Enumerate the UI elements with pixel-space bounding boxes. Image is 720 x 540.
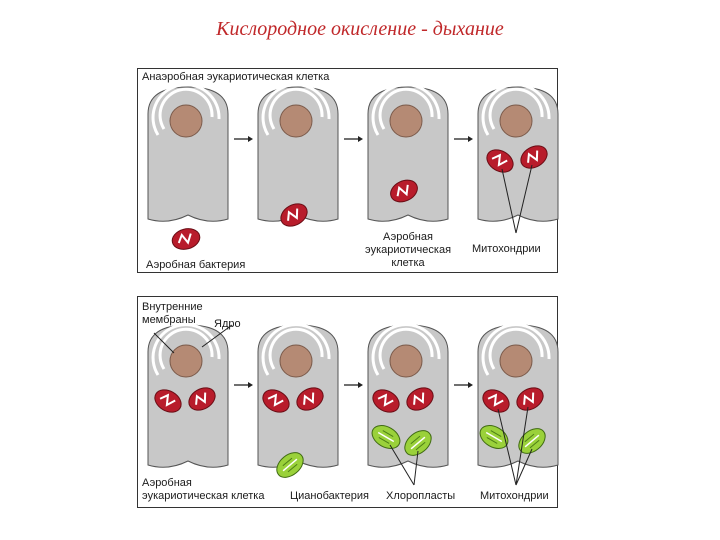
label-mitochondria-2: Митохондрии xyxy=(480,490,549,502)
label-inner-membranes-line2: мембраны xyxy=(142,314,196,326)
arrow-icon xyxy=(233,381,254,389)
label-aerobic-cell-line2: эукариотическая xyxy=(364,244,452,256)
arrow-icon xyxy=(453,381,474,389)
panel2-diagram xyxy=(147,323,559,486)
cell-anaerobic xyxy=(147,86,229,222)
label-cyanobacterium: Цианобактерия xyxy=(290,490,369,502)
label-aerobic-line2: эукариотическая клетка xyxy=(142,490,265,502)
panel1-diagram xyxy=(147,83,559,254)
arrow-icon xyxy=(233,135,254,143)
label-nucleus: Ядро xyxy=(214,318,241,330)
label-aerobic-bacterium: Аэробная бактерия xyxy=(146,259,246,271)
panel-mitochondria-origin: Анаэробная эукариотическая клетка Аэробн… xyxy=(137,68,559,273)
arrow-icon xyxy=(343,381,364,389)
label-chloroplasts: Хлоропласты xyxy=(386,490,456,502)
slide-title: Кислородное окисление - дыхание xyxy=(216,18,504,40)
label-aerobic-line1: Аэробная xyxy=(142,477,192,489)
label-aerobic-cell-line3: клетка xyxy=(391,257,425,269)
arrow-icon xyxy=(343,135,364,143)
label-mitochondria: Митохондрии xyxy=(472,243,541,255)
aerobic-bacterium-icon xyxy=(168,224,204,254)
label-aerobic-cell-line1: Аэробная xyxy=(383,231,433,243)
label-anaerobic-cell: Анаэробная эукариотическая клетка xyxy=(142,71,330,83)
panel-chloroplast-origin: Внутренние мембраны Ядро Аэробная эукари… xyxy=(137,296,559,508)
label-inner-membranes-line1: Внутренние xyxy=(142,301,203,313)
arrow-icon xyxy=(453,135,474,143)
